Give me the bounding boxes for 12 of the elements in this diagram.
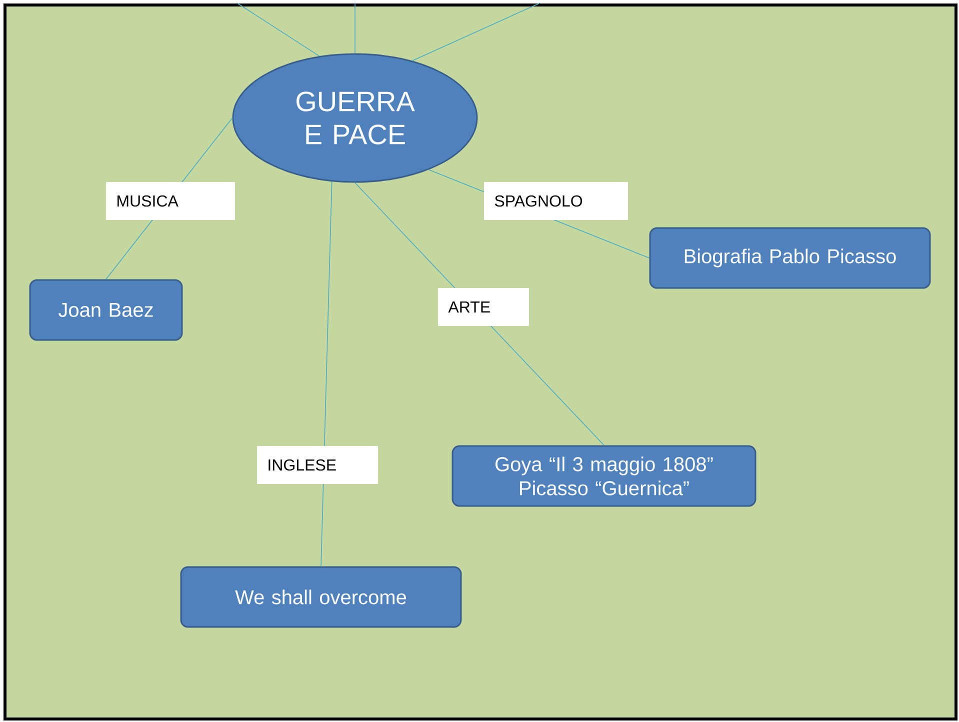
edge-label: INGLESE: [257, 446, 378, 484]
topic-box: Biografia Pablo Picasso: [649, 227, 931, 289]
edge-label: ARTE: [438, 288, 529, 326]
topic-box: Goya “Il 3 maggio 1808” Picasso “Guernica”: [452, 445, 756, 507]
connector-line: [236, 2, 320, 56]
connector-line: [354, 2, 356, 54]
connector-line: [320, 181, 332, 567]
edge-label: SPAGNOLO: [484, 182, 628, 220]
topic-box: Joan Baez: [29, 279, 183, 341]
topic-box: We shall overcome: [180, 566, 462, 628]
connector-line: [412, 2, 540, 62]
edge-label: MUSICA: [106, 182, 235, 220]
